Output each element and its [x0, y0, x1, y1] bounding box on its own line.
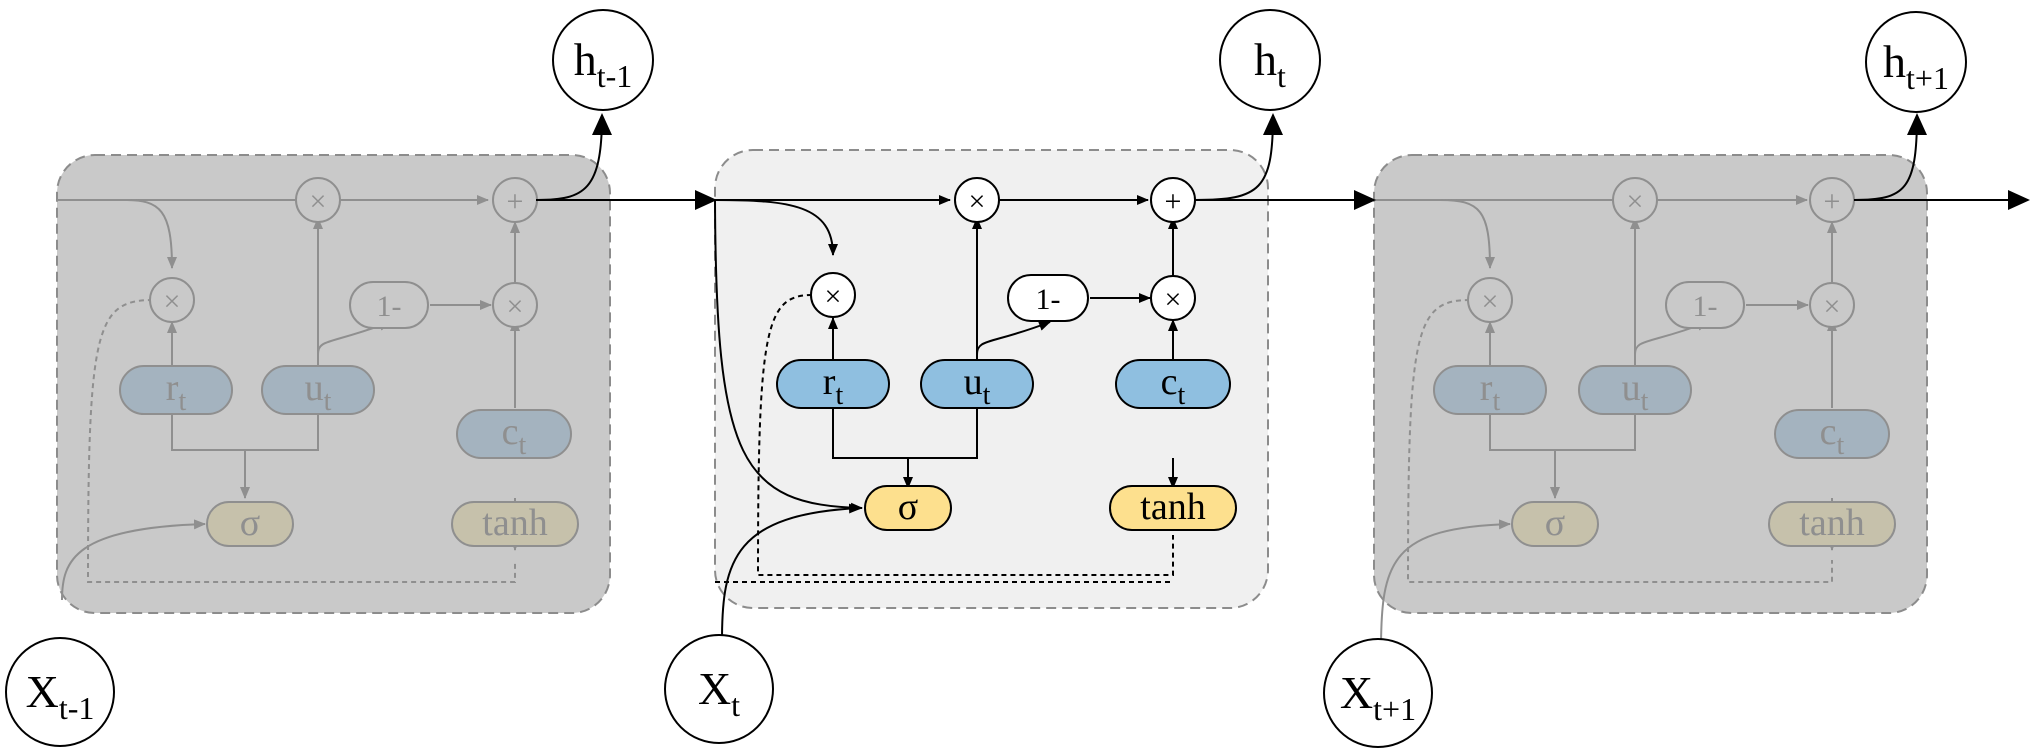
curr-update-multiply-label: ×: [969, 185, 986, 218]
cell-current: × × + × 1- rt ut ct σ tanh: [714, 149, 1269, 641]
curr-update-gate: [920, 359, 1034, 409]
svg-text:ht-1: ht-1: [574, 34, 633, 94]
curr-candidate-gate: [1115, 359, 1231, 409]
next-update-multiply-node: [1612, 177, 1658, 223]
prev-reset-multiply-label: ×: [164, 285, 181, 318]
next-one-minus-node: [1665, 281, 1745, 329]
input-current: Xt: [664, 634, 774, 744]
prev-candidate-gate-label: ct: [502, 411, 527, 461]
curr-reset-multiply-label: ×: [825, 280, 842, 313]
prev-update-multiply-node: [295, 177, 341, 223]
svg-text:ht: ht: [1254, 34, 1286, 94]
hidden-output-prev: ht-1: [552, 9, 654, 111]
next-candidate-multiply-label: ×: [1824, 290, 1841, 323]
svg-text:Xt-1: Xt-1: [26, 666, 95, 726]
curr-tanh-node: [1109, 485, 1237, 531]
cell-next: × × + × 1- rt ut ct σ tanh: [1373, 154, 1928, 651]
next-tanh-label: tanh: [1799, 502, 1864, 544]
curr-candidate-multiply-node: [1150, 275, 1196, 321]
hidden-state-flow: [536, 113, 2030, 210]
curr-candidate-gate-label: ct: [1161, 361, 1186, 411]
curr-one-minus-label: 1-: [1036, 283, 1061, 316]
hidden-output-next: ht+1: [1865, 11, 1967, 113]
next-update-gate-label: ut: [1622, 367, 1649, 417]
next-add-label: +: [1824, 185, 1841, 218]
curr-reset-gate: [776, 359, 890, 409]
cell-prev: × × + × 1- rt ut ct σ tanh: [56, 154, 611, 614]
curr-reset-gate-label: rt: [823, 361, 844, 411]
prev-one-minus-label: 1-: [377, 290, 402, 323]
prev-candidate-multiply-node: [492, 282, 538, 328]
next-update-multiply-label: ×: [1627, 185, 1644, 218]
curr-sigmoid-node: [864, 485, 952, 531]
prev-candidate-multiply-label: ×: [507, 290, 524, 323]
prev-reset-multiply-node: [149, 277, 195, 323]
next-candidate-gate: [1774, 409, 1890, 459]
curr-candidate-multiply-label: ×: [1165, 283, 1182, 316]
curr-tanh-label: tanh: [1140, 486, 1205, 528]
svg-text:Xt: Xt: [698, 663, 740, 723]
next-one-minus-label: 1-: [1693, 290, 1718, 323]
prev-update-gate-label: ut: [305, 367, 332, 417]
curr-one-minus-node: [1007, 274, 1089, 322]
next-sigmoid-node: [1511, 501, 1599, 547]
next-sigmoid-label: σ: [1545, 502, 1565, 544]
prev-update-multiply-label: ×: [310, 185, 327, 218]
curr-sigmoid-label: σ: [898, 486, 918, 528]
prev-candidate-gate: [456, 409, 572, 459]
prev-tanh-label: tanh: [482, 502, 547, 544]
next-candidate-gate-label: ct: [1820, 411, 1845, 461]
next-update-gate: [1578, 365, 1692, 415]
prev-one-minus-node: [349, 281, 429, 329]
prev-update-gate: [261, 365, 375, 415]
next-reset-gate: [1433, 365, 1547, 415]
prev-reset-gate-label: rt: [166, 367, 187, 417]
next-reset-gate-label: rt: [1480, 367, 1501, 417]
svg-text:Xt+1: Xt+1: [1340, 667, 1416, 727]
input-prev: Xt-1: [5, 637, 115, 747]
input-next: Xt+1: [1323, 638, 1433, 748]
curr-update-gate-label: ut: [964, 361, 991, 411]
next-tanh-node: [1768, 501, 1896, 547]
prev-sigmoid-label: σ: [240, 502, 260, 544]
next-candidate-multiply-node: [1809, 282, 1855, 328]
next-reset-multiply-node: [1467, 277, 1513, 323]
prev-add-label: +: [507, 185, 524, 218]
prev-reset-gate: [119, 365, 233, 415]
curr-update-multiply-node: [954, 177, 1000, 223]
prev-sigmoid-node: [206, 501, 294, 547]
curr-reset-multiply-node: [810, 272, 856, 318]
hidden-output-current: ht: [1219, 9, 1321, 111]
svg-text:ht+1: ht+1: [1883, 36, 1949, 96]
curr-add-label: +: [1165, 185, 1182, 218]
next-reset-multiply-label: ×: [1482, 285, 1499, 318]
prev-tanh-node: [451, 501, 579, 547]
